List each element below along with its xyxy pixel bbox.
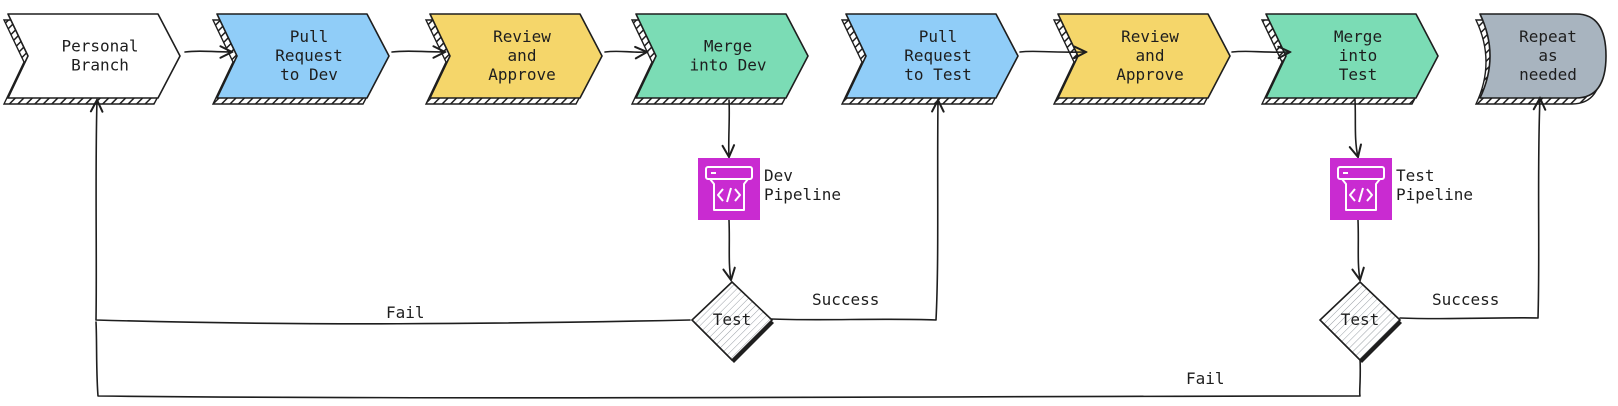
step-label-line: needed: [1519, 65, 1577, 84]
step-label-line: Approve: [488, 65, 555, 84]
code-pipeline-icon: [705, 166, 753, 211]
arrow-test-fail: [95, 321, 1362, 399]
step-shape: [1479, 13, 1607, 99]
arrow-personal-to-prdev: [184, 51, 232, 52]
step-label-line: Review: [493, 27, 551, 46]
arrow-merge-test-to-pipeline: [1355, 99, 1358, 157]
step-shape: [216, 13, 390, 99]
arrow-test-pipeline-to-test: [1358, 219, 1360, 280]
arrow-dev-fail: [96, 100, 691, 325]
arrow-review1-to-merge-dev: [604, 51, 647, 52]
step-label-line: into Dev: [689, 56, 766, 75]
step-label-line: Approve: [1116, 65, 1183, 84]
step-label-line: Request: [275, 46, 342, 65]
step-label-line: to Test: [904, 65, 971, 84]
step-label-line: Request: [904, 46, 971, 65]
dev-test-label: Test: [713, 310, 752, 329]
step-label-line: Pull: [290, 27, 329, 46]
step-label-line: into: [1339, 46, 1378, 65]
dev-pipeline: Dev Pipeline: [698, 158, 841, 220]
step-shape: [635, 13, 809, 99]
dev-pipeline-label-line1: Dev: [764, 166, 793, 185]
code-pipeline-icon: [1337, 166, 1385, 211]
step-label-line: Pull: [919, 27, 958, 46]
dev-fail-label: Fail: [386, 303, 425, 322]
arrow-prtest-to-review2: [1019, 51, 1086, 52]
step-label-line: Branch: [71, 56, 129, 75]
arrow-merge-dev-to-pipeline: [729, 99, 730, 157]
arrow-review2-to-merge-test: [1231, 51, 1290, 52]
step-label-line: Review: [1121, 27, 1179, 46]
step-label-line: as: [1538, 46, 1557, 65]
step-label-line: Personal: [61, 37, 138, 56]
test-pipeline: Test Pipeline: [1330, 158, 1473, 220]
test-test-decision: Test: [1318, 280, 1402, 363]
test-pipeline-label-line1: Test: [1396, 166, 1435, 185]
connectors: [95, 51, 1540, 399]
test-test-label: Test: [1341, 310, 1380, 329]
test-success-label: Success: [1432, 290, 1499, 309]
arrow-prdev-to-review1: [391, 51, 445, 52]
step-label-line: Merge: [1334, 27, 1382, 46]
test-fail-label: Fail: [1186, 369, 1225, 388]
step-shape: [845, 13, 1019, 99]
test-pipeline-label-line2: Pipeline: [1396, 185, 1473, 204]
arrow-dev-success: [770, 100, 938, 321]
dev-pipeline-label-line2: Pipeline: [764, 185, 841, 204]
step-label-line: to Dev: [280, 65, 338, 84]
arrow-dev-pipeline-to-test: [729, 219, 731, 280]
step-label-line: Repeat: [1519, 27, 1577, 46]
step-shape: [429, 13, 603, 99]
step-label-line: Test: [1339, 65, 1378, 84]
dev-success-label: Success: [812, 290, 879, 309]
step-label-line: and: [508, 46, 537, 65]
step-shape: [7, 13, 181, 99]
arrow-test-success: [1399, 98, 1540, 320]
step-label-line: and: [1136, 46, 1165, 65]
step-label-line: Merge: [704, 37, 752, 56]
dev-test-decision: Test: [690, 280, 774, 363]
